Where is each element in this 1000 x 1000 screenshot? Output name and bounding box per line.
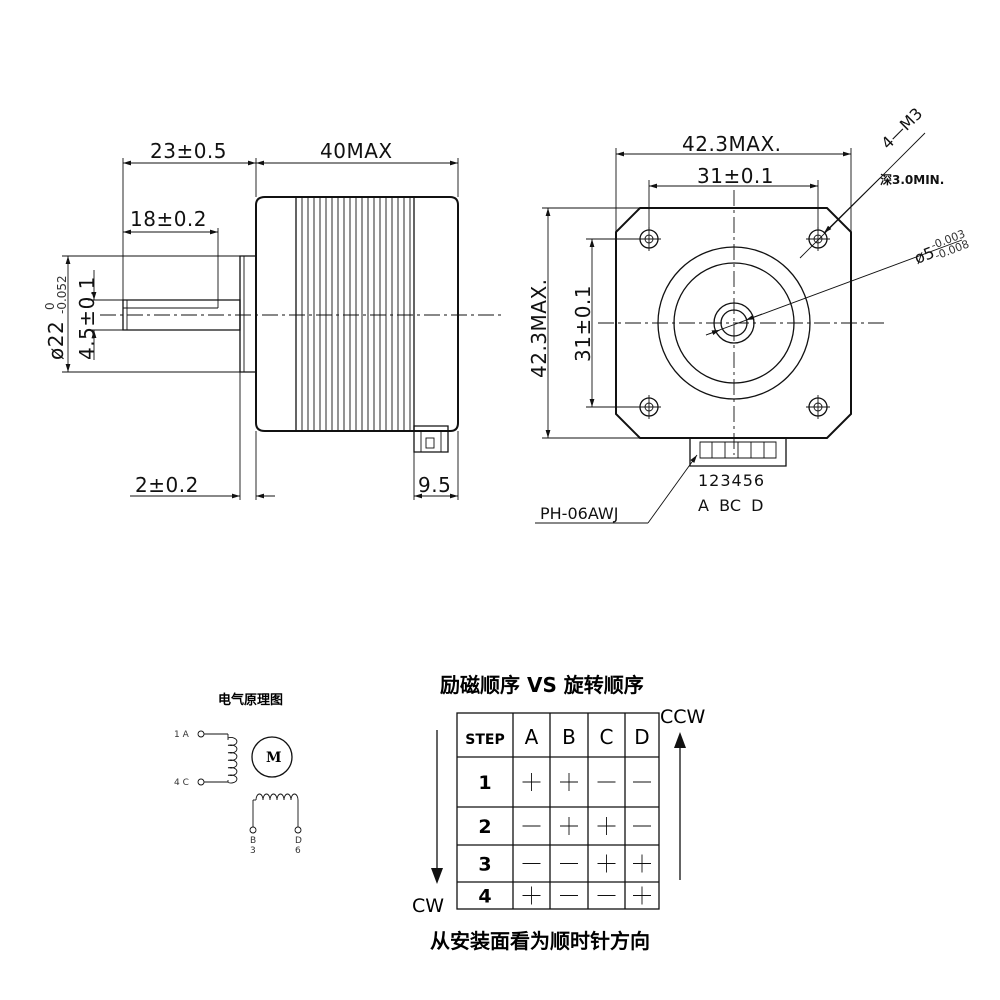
thread-label: 4—M3 bbox=[877, 104, 926, 153]
header-phase-b: B bbox=[562, 725, 576, 749]
plus-mark bbox=[522, 886, 541, 905]
plus-mark bbox=[560, 817, 578, 835]
plus-mark bbox=[522, 773, 541, 791]
dim-boss-tol-upper: 0 bbox=[43, 302, 57, 310]
dim-boss-height: 2±0.2 bbox=[135, 473, 199, 497]
motor-body bbox=[255, 196, 459, 432]
dim-shaft-length: 23±0.5 bbox=[150, 139, 227, 163]
coil-bd bbox=[253, 793, 299, 801]
motor-symbol bbox=[251, 736, 293, 778]
ccw-label: CCW bbox=[660, 706, 706, 728]
dim-flat-depth: 4.5±0.1 bbox=[75, 276, 99, 360]
motor-boss bbox=[239, 255, 257, 373]
step-number: 4 bbox=[478, 886, 491, 908]
wiring-schematic: 电气原理图 M 1 A 4 C B 3 D 6 bbox=[174, 692, 302, 856]
dim-connector: 9.5 bbox=[418, 473, 451, 497]
motor-label: M bbox=[266, 750, 282, 766]
terminal-4: 4 C bbox=[174, 778, 189, 788]
dim-flat-length: 18±0.2 bbox=[130, 207, 207, 231]
cw-arrowhead bbox=[431, 868, 443, 884]
step-number: 1 bbox=[478, 772, 491, 794]
step-number: 2 bbox=[478, 816, 491, 838]
ccw-arrowhead bbox=[674, 732, 686, 748]
plus-mark bbox=[633, 854, 651, 873]
plus-mark bbox=[597, 854, 616, 873]
header-phase-d: D bbox=[634, 725, 649, 749]
pin-phases: A BC D bbox=[698, 496, 763, 515]
plus-mark bbox=[597, 817, 616, 835]
depth-label: 深3.0MIN. bbox=[880, 172, 944, 187]
step-number: 3 bbox=[478, 854, 491, 876]
connector-label: PH-06AWJ bbox=[540, 504, 618, 523]
dim-boss-tol-lower: -0.052 bbox=[55, 275, 69, 314]
plus-mark bbox=[560, 773, 578, 791]
dim-hole-spacing-h: 31±0.1 bbox=[697, 164, 774, 188]
dim-height: 42.3MAX. bbox=[527, 278, 551, 378]
coil-ac bbox=[227, 734, 238, 784]
pin-numbers: 123456 bbox=[698, 471, 765, 490]
plus-mark bbox=[633, 886, 651, 905]
dim-boss-diameter: ø22 bbox=[44, 321, 68, 360]
terminal-3: 3 bbox=[250, 846, 256, 856]
connector-front bbox=[689, 437, 787, 467]
coil-loops-horizontal bbox=[255, 793, 299, 801]
header-phase-c: C bbox=[600, 725, 614, 749]
table-frame bbox=[456, 712, 660, 910]
schematic-title: 电气原理图 bbox=[218, 692, 283, 708]
coil-loops-vertical bbox=[227, 737, 238, 784]
cw-label: CW bbox=[412, 895, 444, 917]
motor-flange bbox=[615, 207, 852, 439]
terminal-b: B bbox=[250, 836, 256, 846]
sequence-footer: 从安装面看为顺时针方向 bbox=[430, 929, 650, 953]
side-view: 23±0.5 40MAX 18±0.2 ø22 0 -0.052 4.5±0.1… bbox=[43, 139, 505, 500]
terminal-d: D bbox=[295, 836, 302, 846]
connector-side bbox=[413, 425, 449, 453]
sequence-title: 励磁顺序 VS 旋转顺序 bbox=[440, 673, 644, 697]
header-phase-a: A bbox=[525, 725, 539, 749]
front-view: 123456 A BC D PH-06AWJ 42.3MAX. 31±0.1 4… bbox=[527, 104, 971, 524]
dim-width: 42.3MAX. bbox=[682, 132, 782, 156]
terminal-1: 1 A bbox=[174, 730, 190, 740]
terminal-6: 6 bbox=[295, 846, 301, 856]
header-step: STEP bbox=[465, 732, 504, 748]
dim-body-length: 40MAX bbox=[320, 139, 393, 163]
cooling-fins bbox=[301, 197, 411, 431]
dim-hole-spacing-v: 31±0.1 bbox=[571, 285, 595, 362]
